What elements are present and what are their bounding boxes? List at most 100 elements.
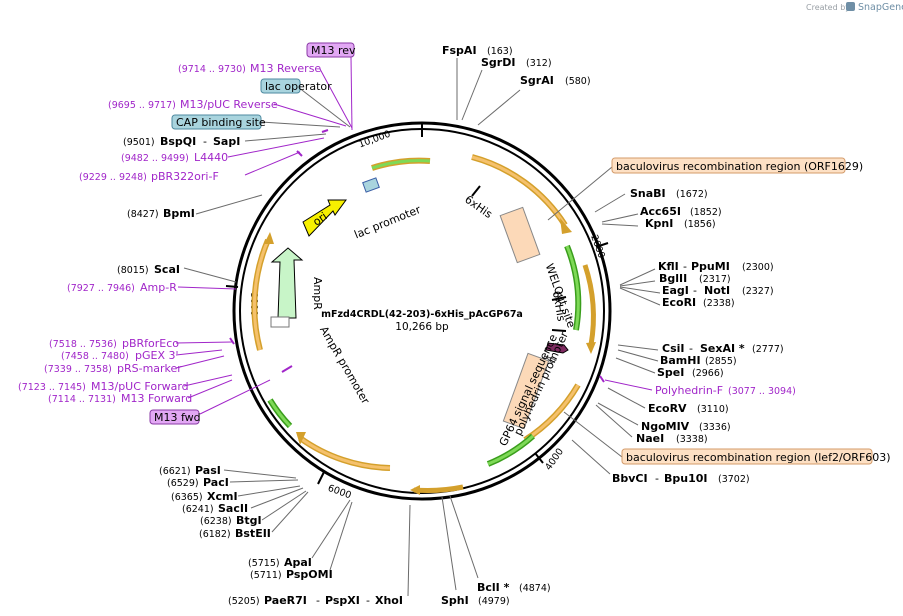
arc-orange-right [582,264,596,346]
primer-pbr322ori-range: (9229 .. 9248) [79,172,147,183]
his2-marker [551,329,567,332]
credit-brand: SnapGene [858,2,903,13]
site-pspxi-name: PspXI [325,594,360,607]
site-noti-name: NotI [704,284,730,297]
primer-markers [229,129,605,383]
lead-pbr322ori [244,151,301,176]
arc-orange-lower-left-arrow [296,432,306,445]
site-eagi-name: EagI [662,284,689,297]
site-ecorv-name: EcoRV [648,402,687,415]
lead-sphi [441,496,457,591]
site-bcli-name: BclI * [477,581,510,594]
primer-m13puc-reverse-name: M13/pUC Reverse [180,98,278,111]
site-apai-pos: (5715) [248,558,280,569]
primer-l4440-name: L4440 [194,151,228,164]
lac-promoter-box [362,177,380,193]
box-bac-rec-2 [621,448,873,465]
site-csii-pos: (2777) [752,344,784,355]
arc-cap-green [371,159,431,170]
lead-m13-forward [187,379,233,399]
lead-apai [311,499,351,559]
site-bamhi-name: BamHI [660,354,701,367]
site-sgrdi-pos: (312) [526,58,552,69]
tick-mark-6000 [317,471,325,485]
arc-orange-lower-left-fill [299,436,391,470]
site-bspqi-pos: (9501) [123,137,155,148]
box-m13-rev-label: M13 rev [311,44,356,57]
box-m13-fwd-label: M13 fwd [154,411,201,424]
site-ecorv-pos: (3110) [697,404,729,415]
primer-m13-reverse-range: (9714 .. 9730) [178,64,246,75]
lead-m13puc-reverse [273,103,347,127]
box-bac-rec-2-label: baculovirus recombination region (lef2/O… [626,451,891,464]
polyhedrin-arrowhead [544,355,558,364]
lead-bac-rec-2 [563,411,623,458]
primer-m13puc-forward-range: (7123 .. 7145) [18,382,86,393]
box-m13-fwd [149,409,200,425]
lead-prs-marker [175,355,225,369]
lead-paer7i [407,504,411,597]
site-bpmi-pos: (8427) [127,209,159,220]
primer-marker-l4440 [321,129,329,133]
site-sacii-pos: (6241) [182,504,214,515]
primer-marker-polyhedrin [599,375,605,383]
site-pspomi-name: PspOMI [286,568,333,581]
site-acc65i-name: Acc65I [640,205,681,218]
tick-mark-2000 [595,242,609,248]
lead-eagi [619,286,661,294]
lead-pbrforeco [175,341,233,344]
lead-ecorv [607,387,646,409]
site-bsteii-pos: (6182) [199,529,231,540]
lead-lac-operator [297,86,351,128]
site-bpmi-name: BpmI [163,207,195,220]
site-ecori-name: EcoRI [662,296,696,309]
gp64-signal-arrow [545,342,569,354]
site-ngomiv-pos: (3336) [699,422,731,433]
site-acc65i-pos: (1852) [690,207,722,218]
feature-label-ampr-promoter: AmpR promoter [317,324,372,407]
primer-m13-forward-range: (7114 .. 7131) [48,394,116,405]
site-bpu10i-name: Bpu10I [664,472,708,485]
site-bbvci-name: BbvCI [612,472,648,485]
primer-pbr322ori-name: pBR322ori-F [151,170,219,183]
site-sacii-name: SacII [218,502,248,515]
primer-prs-marker-name: pRS-marker [117,362,182,375]
snapgene-logo-icon [846,2,855,11]
lead-acc65i [601,213,639,223]
lead-m13rev [350,56,353,131]
site-bglii-pos: (2317) [699,274,731,285]
site-sgrdi-name: SgrDI [481,56,515,69]
lead-btgi [261,490,307,521]
lead-bsteii [271,491,309,533]
lead-xcmi [237,485,301,497]
site-ngomiv-name: NgoMIV [641,420,690,433]
site-paer7i-pos: (5205) [228,596,260,607]
box-lac-operator [260,78,301,94]
primer-m13-forward-name: M13 Forward [121,392,192,405]
site-ppumi-name: PpuMI [691,260,730,273]
lead-kpni [601,223,639,227]
primer-l4440-range: (9482 .. 9499) [121,153,189,164]
lead-l4440 [227,137,325,158]
lead-sgrdi [461,69,483,121]
site-pspxi-dash: - [366,594,370,607]
site-spei-name: SpeI [657,366,684,379]
site-sexai-name: SexAI * [700,342,745,355]
primer-m13puc-reverse-range: (9695 .. 9717) [108,100,176,111]
site-snabi-name: SnaBI [630,187,666,200]
plasmid-name: mFzd4CRDL(42-203)-6xHis_pAcGP67a [321,309,523,320]
lead-amp-r [177,286,237,290]
feature-outer-arcs [251,154,596,495]
site-sphi-name: SphI [441,594,469,607]
box-bac-rec-1-label: baculovirus recombination region (ORF162… [616,160,863,173]
primer-m13-reverse-name: M13 Reverse [250,62,321,75]
site-csii-name: CsiI [662,342,684,355]
primer-pgex3-range: (7458 .. 7480) [61,351,129,362]
lead-m13puc-forward [183,374,233,387]
lead-pasi [223,469,297,479]
lead-paci [229,479,299,483]
plasmid-size: 10,266 bp [395,321,449,333]
primer-polyhedrin-f-name: Polyhedrin-F [655,384,723,397]
primer-pbrforeco-range: (7518 .. 7536) [49,339,117,350]
